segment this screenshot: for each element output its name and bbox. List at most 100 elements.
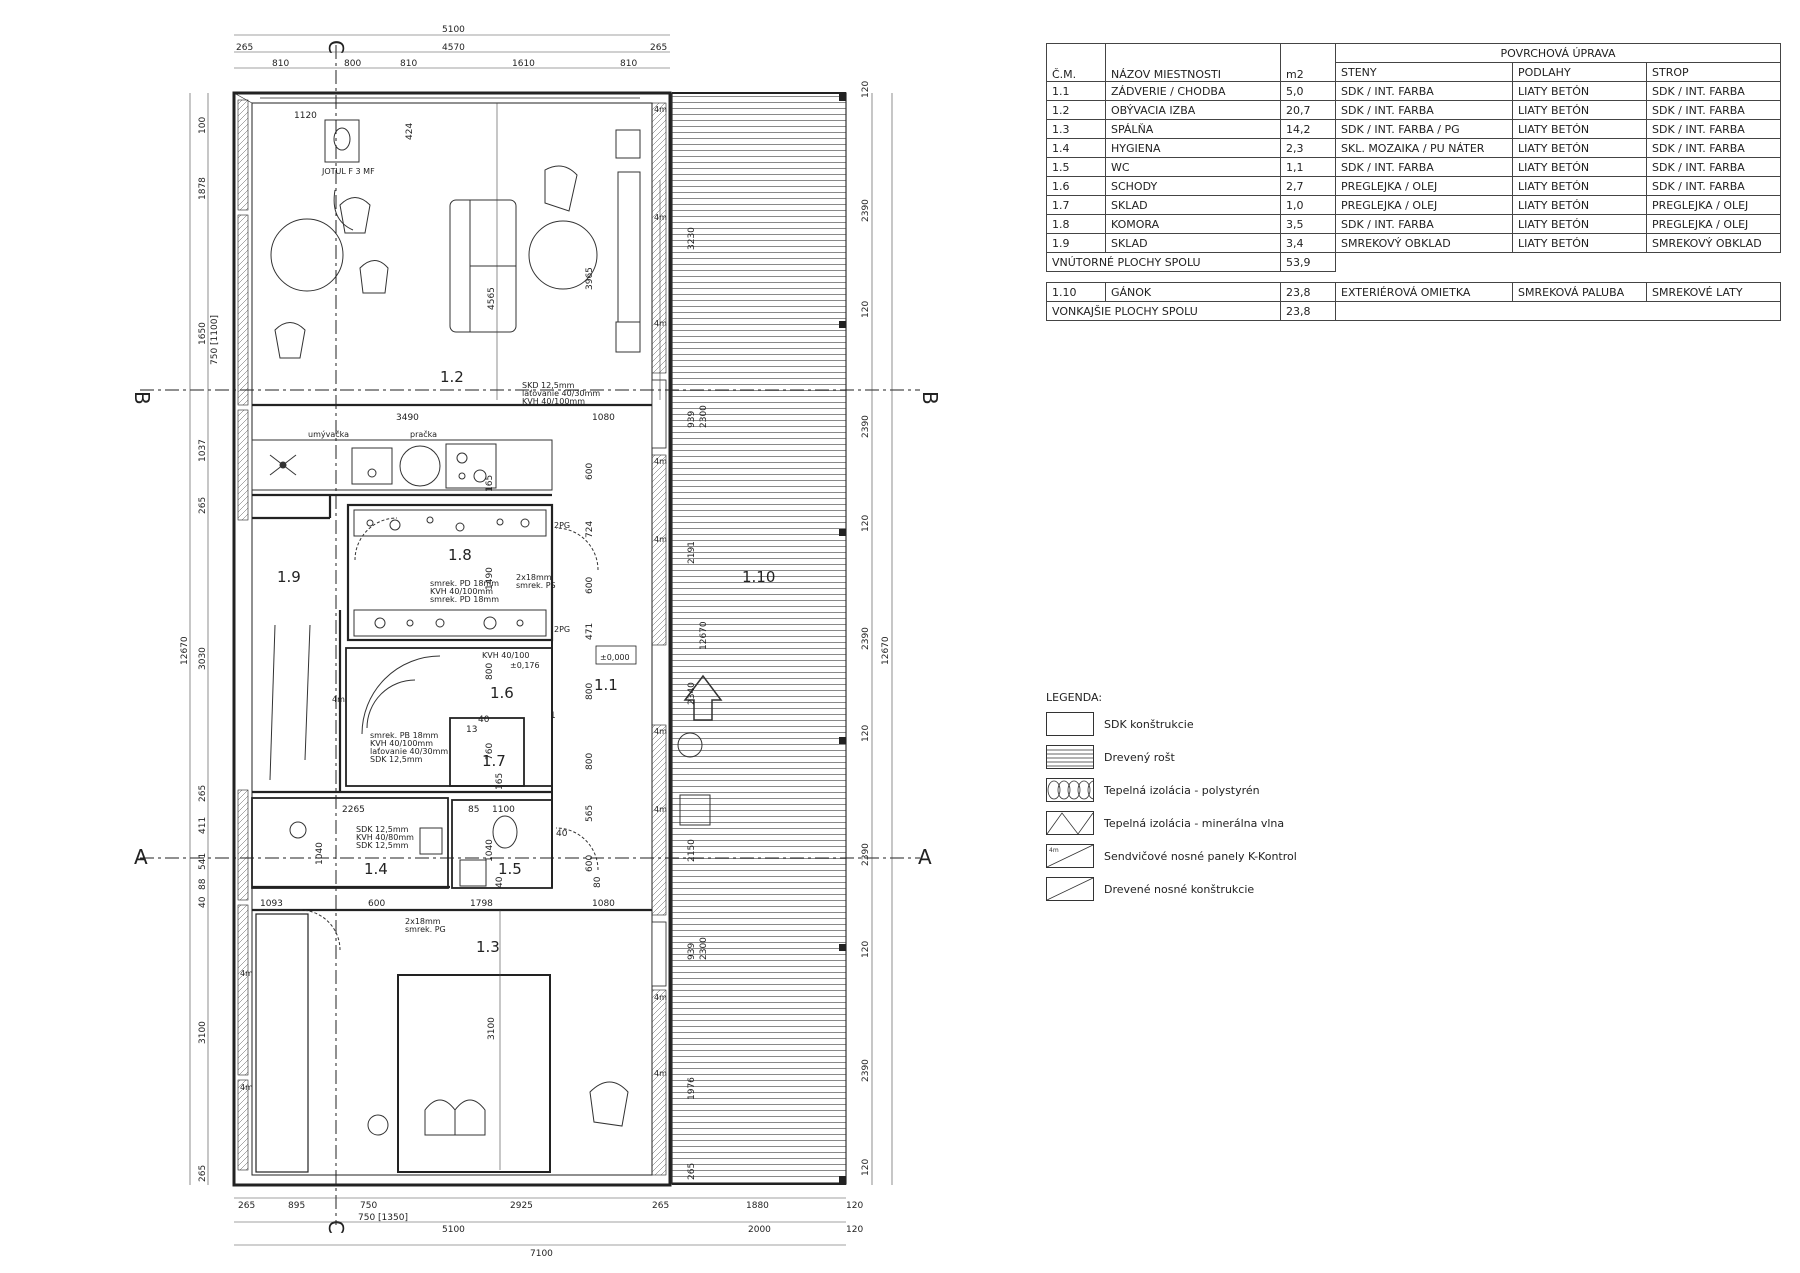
building-walls xyxy=(232,91,672,1187)
cell-walls: EXTERIÉROVÁ OMIETKA xyxy=(1335,282,1513,302)
svg-text:40: 40 xyxy=(198,896,208,908)
dimension-lines xyxy=(189,34,893,1246)
empty-cell xyxy=(1335,301,1781,321)
svg-text:800: 800 xyxy=(585,753,595,770)
cell-area: 3,5 xyxy=(1280,214,1336,234)
cell-ceiling: SDK / INT. FARBA xyxy=(1646,119,1781,139)
interior-total-label: VNÚTORNÉ PLOCHY SPOLU xyxy=(1046,252,1281,272)
svg-text:1878: 1878 xyxy=(198,177,208,200)
svg-text:1120: 1120 xyxy=(294,111,317,121)
legend-swatch-empty xyxy=(1046,712,1094,736)
col-group-finish: POVRCHOVÁ ÚPRAVA xyxy=(1335,43,1781,63)
svg-text:4m: 4m xyxy=(654,805,667,814)
svg-text:4m: 4m xyxy=(654,535,667,544)
legend-swatch-diag-4m: 4m xyxy=(1046,844,1094,868)
cell-name: GÁNOK xyxy=(1105,282,1281,302)
svg-text:88: 88 xyxy=(198,878,208,890)
level-stairs: ±0,176 xyxy=(510,661,540,670)
svg-text:939: 939 xyxy=(687,943,697,960)
svg-text:2925: 2925 xyxy=(510,1201,533,1211)
room-schedule-table: Č.M. NÁZOV MIESTNOSTI m2 POVRCHOVÁ ÚPRAV… xyxy=(1046,43,1781,321)
cell-ceiling: SDK / INT. FARBA xyxy=(1646,176,1781,196)
cell-ceiling: PREGLEJKA / OLEJ xyxy=(1646,195,1781,215)
svg-text:4m: 4m xyxy=(654,457,667,466)
cell-cm: 1.9 xyxy=(1046,233,1106,253)
svg-text:120: 120 xyxy=(846,1201,863,1211)
svg-text:40: 40 xyxy=(495,876,505,888)
room-label-1-9: 1.9 xyxy=(277,568,301,586)
col-area: m2 xyxy=(1280,43,1336,82)
legend-label: Drevené nosné konštrukcie xyxy=(1104,882,1255,896)
wall-note-1: SKD 12,5mm laťovanie 40/30mm KVH 40/100m… xyxy=(522,381,600,406)
panel-markers: 4m 4m 4m 4m 4m 4m 4m 4m 4m 4m 4m 4m xyxy=(240,105,667,1092)
cell-ceiling: SDK / INT. FARBA xyxy=(1646,100,1781,120)
cell-ceiling: SMREKOVÉ LATY xyxy=(1646,282,1781,302)
legend-label: Tepelná izolácia - polystyrén xyxy=(1104,783,1260,797)
legend-item: SDK konštrukcie xyxy=(1046,712,1297,736)
svg-text:471: 471 xyxy=(585,623,595,640)
cell-area: 2,3 xyxy=(1280,138,1336,158)
section-c-bottom: C xyxy=(324,1220,348,1234)
dishwasher-label: umývačka xyxy=(308,429,349,439)
svg-text:4565: 4565 xyxy=(487,287,497,310)
cell-name: WC xyxy=(1105,157,1281,177)
svg-text:2390: 2390 xyxy=(861,627,871,650)
section-a-right: A xyxy=(918,845,932,869)
svg-text:565: 565 xyxy=(585,805,595,822)
svg-text:600: 600 xyxy=(585,855,595,872)
dims-inner: 1120 424 3965 4565 3230 3490 1080 939 23… xyxy=(260,111,709,1180)
room-label-1-10: 1.10 xyxy=(742,568,775,586)
legend-swatch-loops xyxy=(1046,778,1094,802)
cell-floors: LIATY BETÓN xyxy=(1512,176,1647,196)
cell-ceiling: SMREKOVÝ OBKLAD xyxy=(1646,233,1781,253)
svg-text:600: 600 xyxy=(585,577,595,594)
svg-text:1976: 1976 xyxy=(687,1077,697,1100)
svg-text:939: 939 xyxy=(687,411,697,428)
interior-total-row: VNÚTORNÉ PLOCHY SPOLU 53,9 xyxy=(1046,252,1781,272)
svg-text:13: 13 xyxy=(466,725,477,735)
cell-floors: LIATY BETÓN xyxy=(1512,81,1647,101)
svg-text:3100: 3100 xyxy=(487,1017,497,1040)
svg-text:265: 265 xyxy=(652,1201,669,1211)
svg-text:2340: 2340 xyxy=(687,682,697,705)
room-label-1-4: 1.4 xyxy=(364,860,388,878)
svg-text:4m: 4m xyxy=(1049,847,1059,854)
cell-walls: SKL. MOZAIKA / PU NÁTER xyxy=(1335,138,1513,158)
svg-text:4m: 4m xyxy=(654,993,667,1002)
legend-item: Drevené nosné konštrukcie xyxy=(1046,877,1297,901)
cell-cm: 1.10 xyxy=(1046,282,1106,302)
section-lines xyxy=(140,45,920,1225)
svg-text:2x18mm: 2x18mm xyxy=(405,917,441,926)
svg-text:2x18mm: 2x18mm xyxy=(516,573,552,582)
svg-text:750 [1100]: 750 [1100] xyxy=(210,315,220,365)
cell-area: 3,4 xyxy=(1280,233,1336,253)
cell-cm: 1.1 xyxy=(1046,81,1106,101)
section-b-left: B xyxy=(130,391,154,405)
stove-label: JOTUL F 3 MF xyxy=(321,167,375,176)
exterior-total-area: 23,8 xyxy=(1280,301,1336,321)
annotations: JOTUL F 3 MF umývačka pračka KVH 40/100 … xyxy=(308,167,637,934)
svg-text:4m: 4m xyxy=(240,1083,253,1092)
table-header-row-1: Č.M. NÁZOV MIESTNOSTI m2 POVRCHOVÁ ÚPRAV… xyxy=(1046,43,1781,82)
legend-swatch-zigzag xyxy=(1046,811,1094,835)
svg-text:2150: 2150 xyxy=(687,839,697,862)
cell-area: 14,2 xyxy=(1280,119,1336,139)
svg-text:smrek. PD 18mm: smrek. PD 18mm xyxy=(430,595,499,604)
cell-cm: 1.3 xyxy=(1046,119,1106,139)
svg-text:4m: 4m xyxy=(332,695,345,704)
svg-text:5100: 5100 xyxy=(442,1225,465,1235)
svg-text:120: 120 xyxy=(861,941,871,958)
svg-text:424: 424 xyxy=(405,123,415,140)
svg-text:600: 600 xyxy=(585,463,595,480)
svg-text:2191: 2191 xyxy=(687,541,697,564)
svg-text:120: 120 xyxy=(846,1225,863,1235)
svg-text:12670: 12670 xyxy=(699,621,709,650)
cell-name: SKLAD xyxy=(1105,195,1281,215)
room-label-1-1: 1.1 xyxy=(594,676,618,694)
room-label-1-8: 1.8 xyxy=(448,546,472,564)
cell-floors: SMREKOVÁ PALUBA xyxy=(1512,282,1647,302)
svg-text:3030: 3030 xyxy=(198,647,208,670)
